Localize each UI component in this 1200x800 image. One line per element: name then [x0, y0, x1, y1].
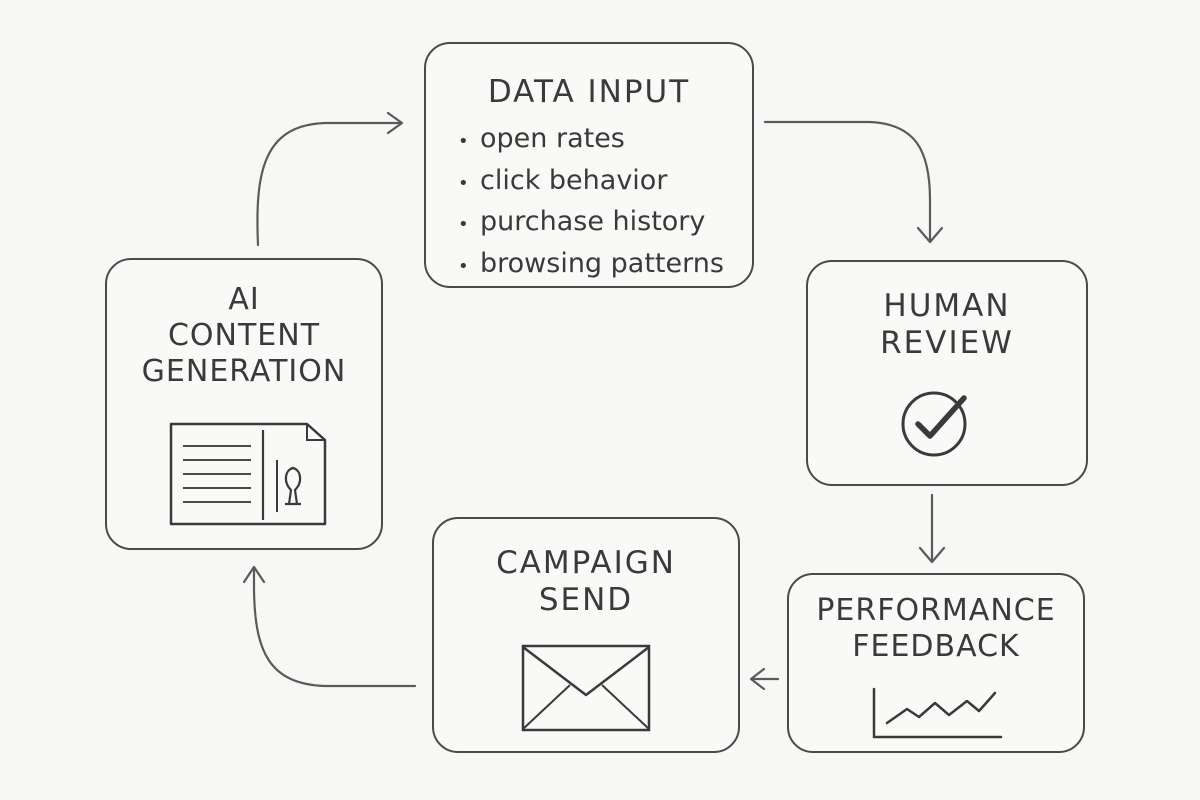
arrow-data-input-to-human-review — [763, 120, 944, 244]
performance-feedback-node: PERFORMANCE FEEDBACK — [787, 573, 1085, 753]
arrow-performance-feedback-to-campaign-send — [749, 667, 780, 691]
list-item: purchase history — [458, 203, 724, 245]
envelope-icon — [521, 644, 651, 732]
arrow-human-review-to-performance-feedback — [918, 493, 946, 564]
ai-content-generation-title: AI CONTENT GENERATION — [141, 282, 347, 389]
check-circle-icon — [901, 391, 967, 457]
line-chart-icon — [872, 687, 1003, 739]
list-item: open rates — [458, 120, 724, 162]
list-item: click behavior — [458, 162, 724, 204]
human-review-node: HUMAN REVIEW — [806, 260, 1088, 486]
list-item: browsing patterns — [458, 245, 724, 287]
campaign-send-node: CAMPAIGN SEND — [432, 517, 740, 753]
ai-content-generation-node: AI CONTENT GENERATION — [105, 258, 383, 550]
document-icon — [169, 422, 327, 526]
arrow-campaign-send-to-ai — [242, 565, 417, 688]
data-input-node: DATA INPUT open rates click behavior pur… — [424, 42, 754, 288]
performance-feedback-title: PERFORMANCE FEEDBACK — [816, 593, 1056, 664]
data-input-title: DATA INPUT — [487, 74, 691, 110]
arrow-ai-to-data-input — [256, 111, 404, 247]
campaign-send-title: CAMPAIGN SEND — [496, 545, 676, 619]
human-review-title: HUMAN REVIEW — [880, 288, 1014, 362]
data-input-list: open rates click behavior purchase histo… — [458, 120, 724, 286]
